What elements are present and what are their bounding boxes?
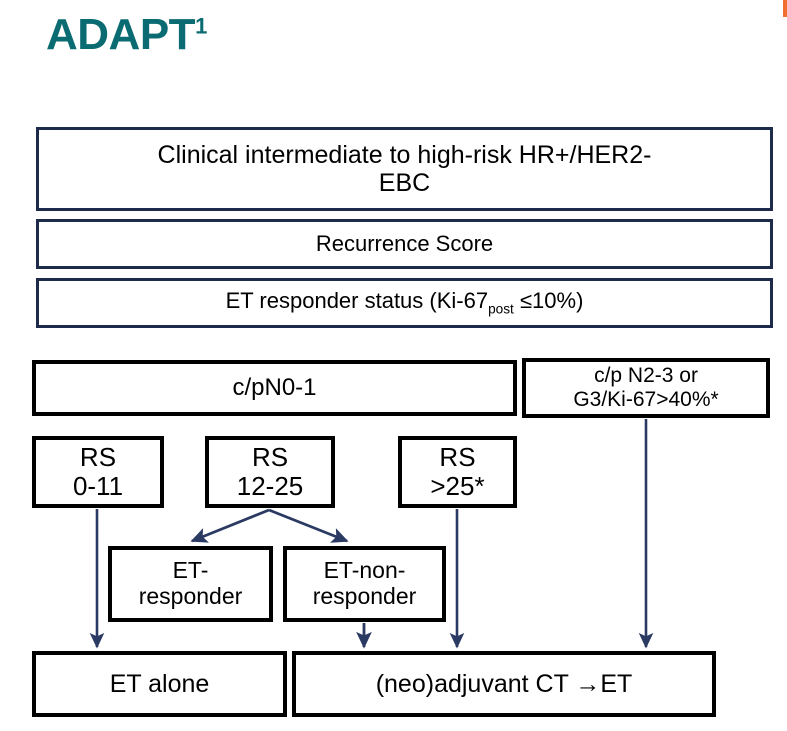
rs-over-25-line2: >25*: [430, 471, 485, 501]
treatment-box-et-alone: ET alone: [32, 651, 287, 717]
page-title: ADAPT1: [46, 10, 207, 59]
recurrence-score-box: Recurrence Score: [36, 219, 773, 269]
population-box: Clinical intermediate to high-risk HR+/H…: [36, 127, 773, 211]
rs-over-25-line1: RS: [439, 441, 476, 472]
et-status-text: ET responder status (Ki-67post ≤10%): [225, 288, 584, 317]
nodal-n2-3-line1: c/p N2-3 or: [594, 364, 698, 388]
treatment-box-ct-et: (neo)adjuvant CT →ET: [292, 651, 716, 717]
nodal-n0-1-label: c/pN0-1: [232, 373, 317, 401]
et-non-responder-line1: ET-non-: [323, 557, 406, 584]
title-text: ADAPT: [46, 10, 196, 59]
recurrence-score-label: Recurrence Score: [315, 230, 494, 256]
population-line1: Clinical intermediate to high-risk HR+/H…: [157, 141, 652, 169]
arrow-rs12-25-to-et-responder: [190, 508, 270, 543]
et-status-subscript: post: [488, 301, 514, 317]
et-responder-line2: responder: [138, 583, 243, 609]
nodal-box-n2-3: c/p N2-3 or G3/Ki-67>40%*: [522, 358, 770, 418]
arrow-rs12-25-to-et-non-responder: [268, 508, 349, 543]
et-non-responder-line2: responder: [312, 583, 417, 609]
et-responder-box: ET- responder: [108, 546, 273, 622]
ct-et-label: (neo)adjuvant CT →ET: [375, 670, 633, 698]
title-superscript: 1: [195, 13, 207, 39]
nodal-n2-3-line2: G3/Ki-67>40%*: [573, 388, 719, 411]
rs-0-11-line2: 0-11: [72, 471, 124, 501]
population-line2: EBC: [378, 169, 431, 197]
et-non-responder-box: ET-non- responder: [283, 546, 446, 622]
rs-box-over-25: RS >25*: [398, 436, 517, 508]
et-status-suffix: ≤10%): [513, 288, 584, 314]
et-responder-status-box: ET responder status (Ki-67post ≤10%): [36, 278, 773, 328]
et-responder-line1: ET-: [172, 557, 209, 584]
rs-box-12-25: RS 12-25: [205, 436, 335, 508]
corner-accent-mark: [783, 0, 787, 17]
rs-box-0-11: RS 0-11: [32, 436, 164, 508]
et-status-prefix: ET responder status (Ki-67: [225, 288, 489, 314]
nodal-box-n0-1: c/pN0-1: [32, 360, 517, 416]
rs-12-25-line1: RS: [251, 441, 289, 472]
rs-12-25-line2: 12-25: [236, 471, 304, 501]
rs-0-11-line1: RS: [79, 441, 117, 472]
et-alone-label: ET alone: [109, 670, 210, 698]
